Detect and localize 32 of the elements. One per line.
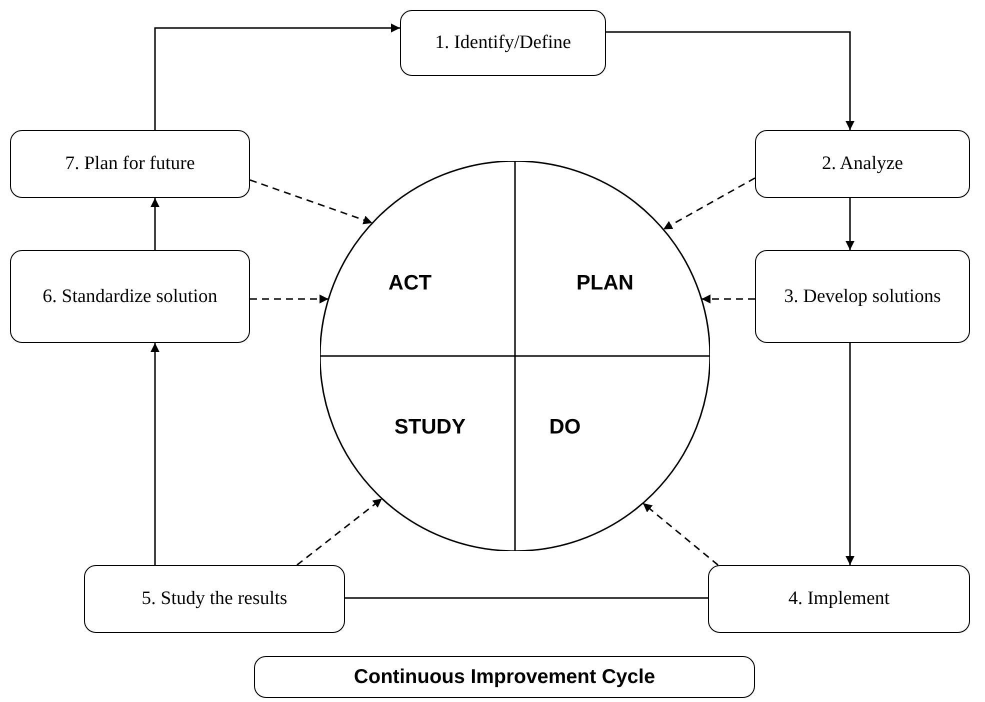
arrow xyxy=(154,24,400,130)
step-box xyxy=(400,10,606,76)
dashed-arrow xyxy=(701,294,755,304)
dashed-arrow xyxy=(662,177,756,230)
arrow xyxy=(846,198,854,250)
step-box xyxy=(10,250,250,343)
quadrant-label: PLAN xyxy=(576,272,634,294)
arrow xyxy=(150,343,160,565)
step-label: 7. Plan for future xyxy=(65,152,195,176)
step-label: 2. Analyze xyxy=(822,152,904,176)
step-box xyxy=(10,130,250,198)
arrow xyxy=(150,198,160,250)
step-label: 3. Develop solutions xyxy=(784,284,941,309)
step-label: 1. Identify/Define xyxy=(434,31,572,56)
dashed-arrow xyxy=(250,179,373,224)
step-label: 4. Implement xyxy=(788,587,890,612)
dashed-arrow xyxy=(642,502,718,566)
step-label: 6. Standardize solution xyxy=(42,284,218,309)
quadrant-label: DO xyxy=(549,416,581,438)
title-box: Continuous Improvement Cycle xyxy=(254,656,755,698)
step-label: 5. Study the results xyxy=(142,587,288,612)
dashed-arrow xyxy=(296,498,382,566)
step-box xyxy=(755,250,970,343)
arrow xyxy=(846,343,854,565)
dashed-arrow xyxy=(250,294,329,304)
connector-line xyxy=(345,597,708,599)
step-box xyxy=(708,565,970,633)
quadrant-label: ACT xyxy=(388,272,432,294)
quadrant-label: STUDY xyxy=(394,416,466,438)
arrow xyxy=(606,31,854,130)
step-box xyxy=(84,565,345,633)
step-box xyxy=(755,130,970,198)
